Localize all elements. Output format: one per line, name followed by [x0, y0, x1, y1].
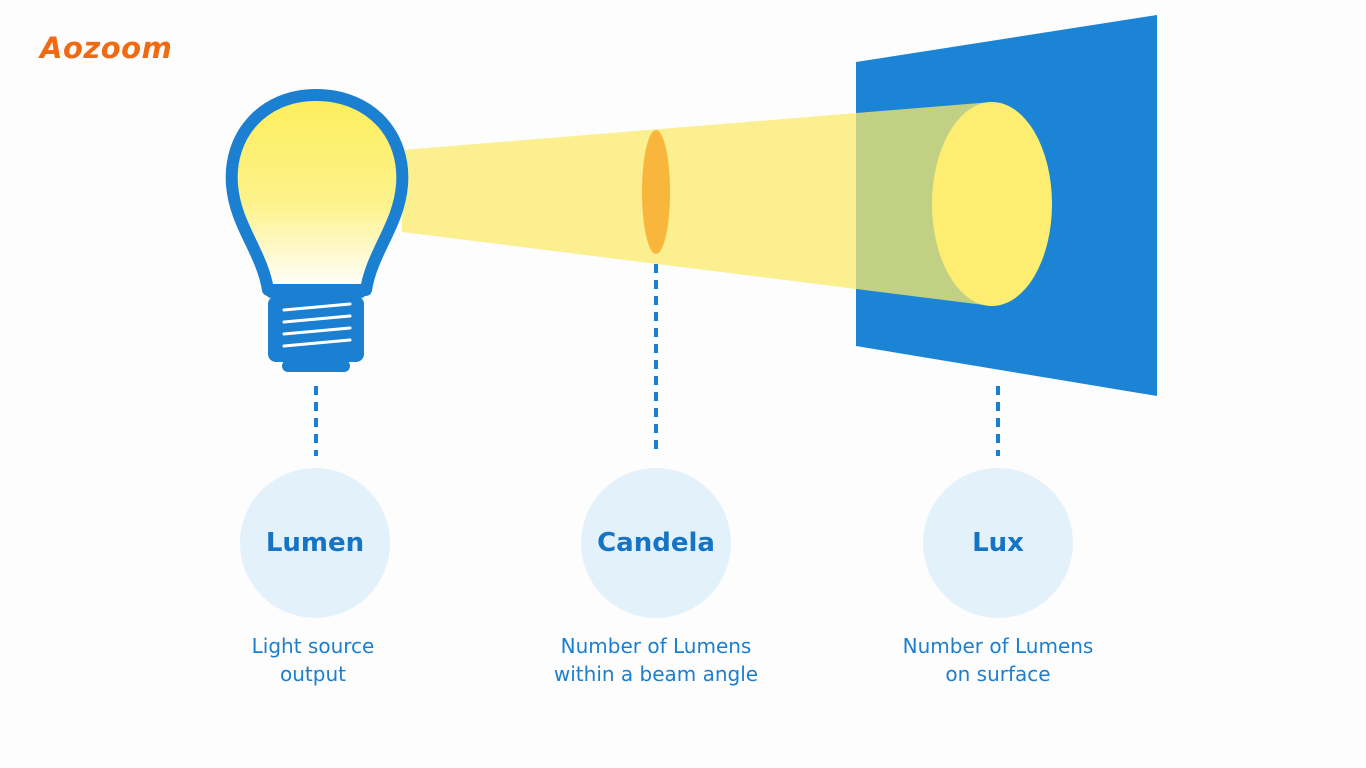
candela-title: Candela: [597, 528, 715, 558]
candela-section: [642, 130, 670, 254]
candela-caption: Number of Lumens within a beam angle: [506, 632, 806, 688]
lumen-caption: Light source output: [163, 632, 463, 688]
lux-caption: Number of Lumens on surface: [848, 632, 1148, 688]
lux-caption-line1: Number of Lumens: [902, 634, 1094, 658]
lumen-caption-line1: Light source: [251, 634, 375, 658]
brand-logo: Aozoom: [40, 31, 173, 65]
candela-caption-line1: Number of Lumens: [560, 634, 752, 658]
lux-title: Lux: [972, 528, 1024, 558]
lux-caption-line2: on surface: [945, 662, 1051, 686]
lux-circle: Lux: [923, 468, 1073, 618]
lumen-title: Lumen: [265, 528, 365, 558]
candela-circle: Candela: [581, 468, 731, 618]
lumen-circle: Lumen: [240, 468, 390, 618]
light-beam: [402, 102, 992, 306]
lux-spot: [932, 102, 1052, 306]
candela-caption-line2: within a beam angle: [553, 662, 759, 686]
lumen-caption-line2: output: [280, 662, 346, 686]
light-bulb-icon: [225, 89, 409, 372]
